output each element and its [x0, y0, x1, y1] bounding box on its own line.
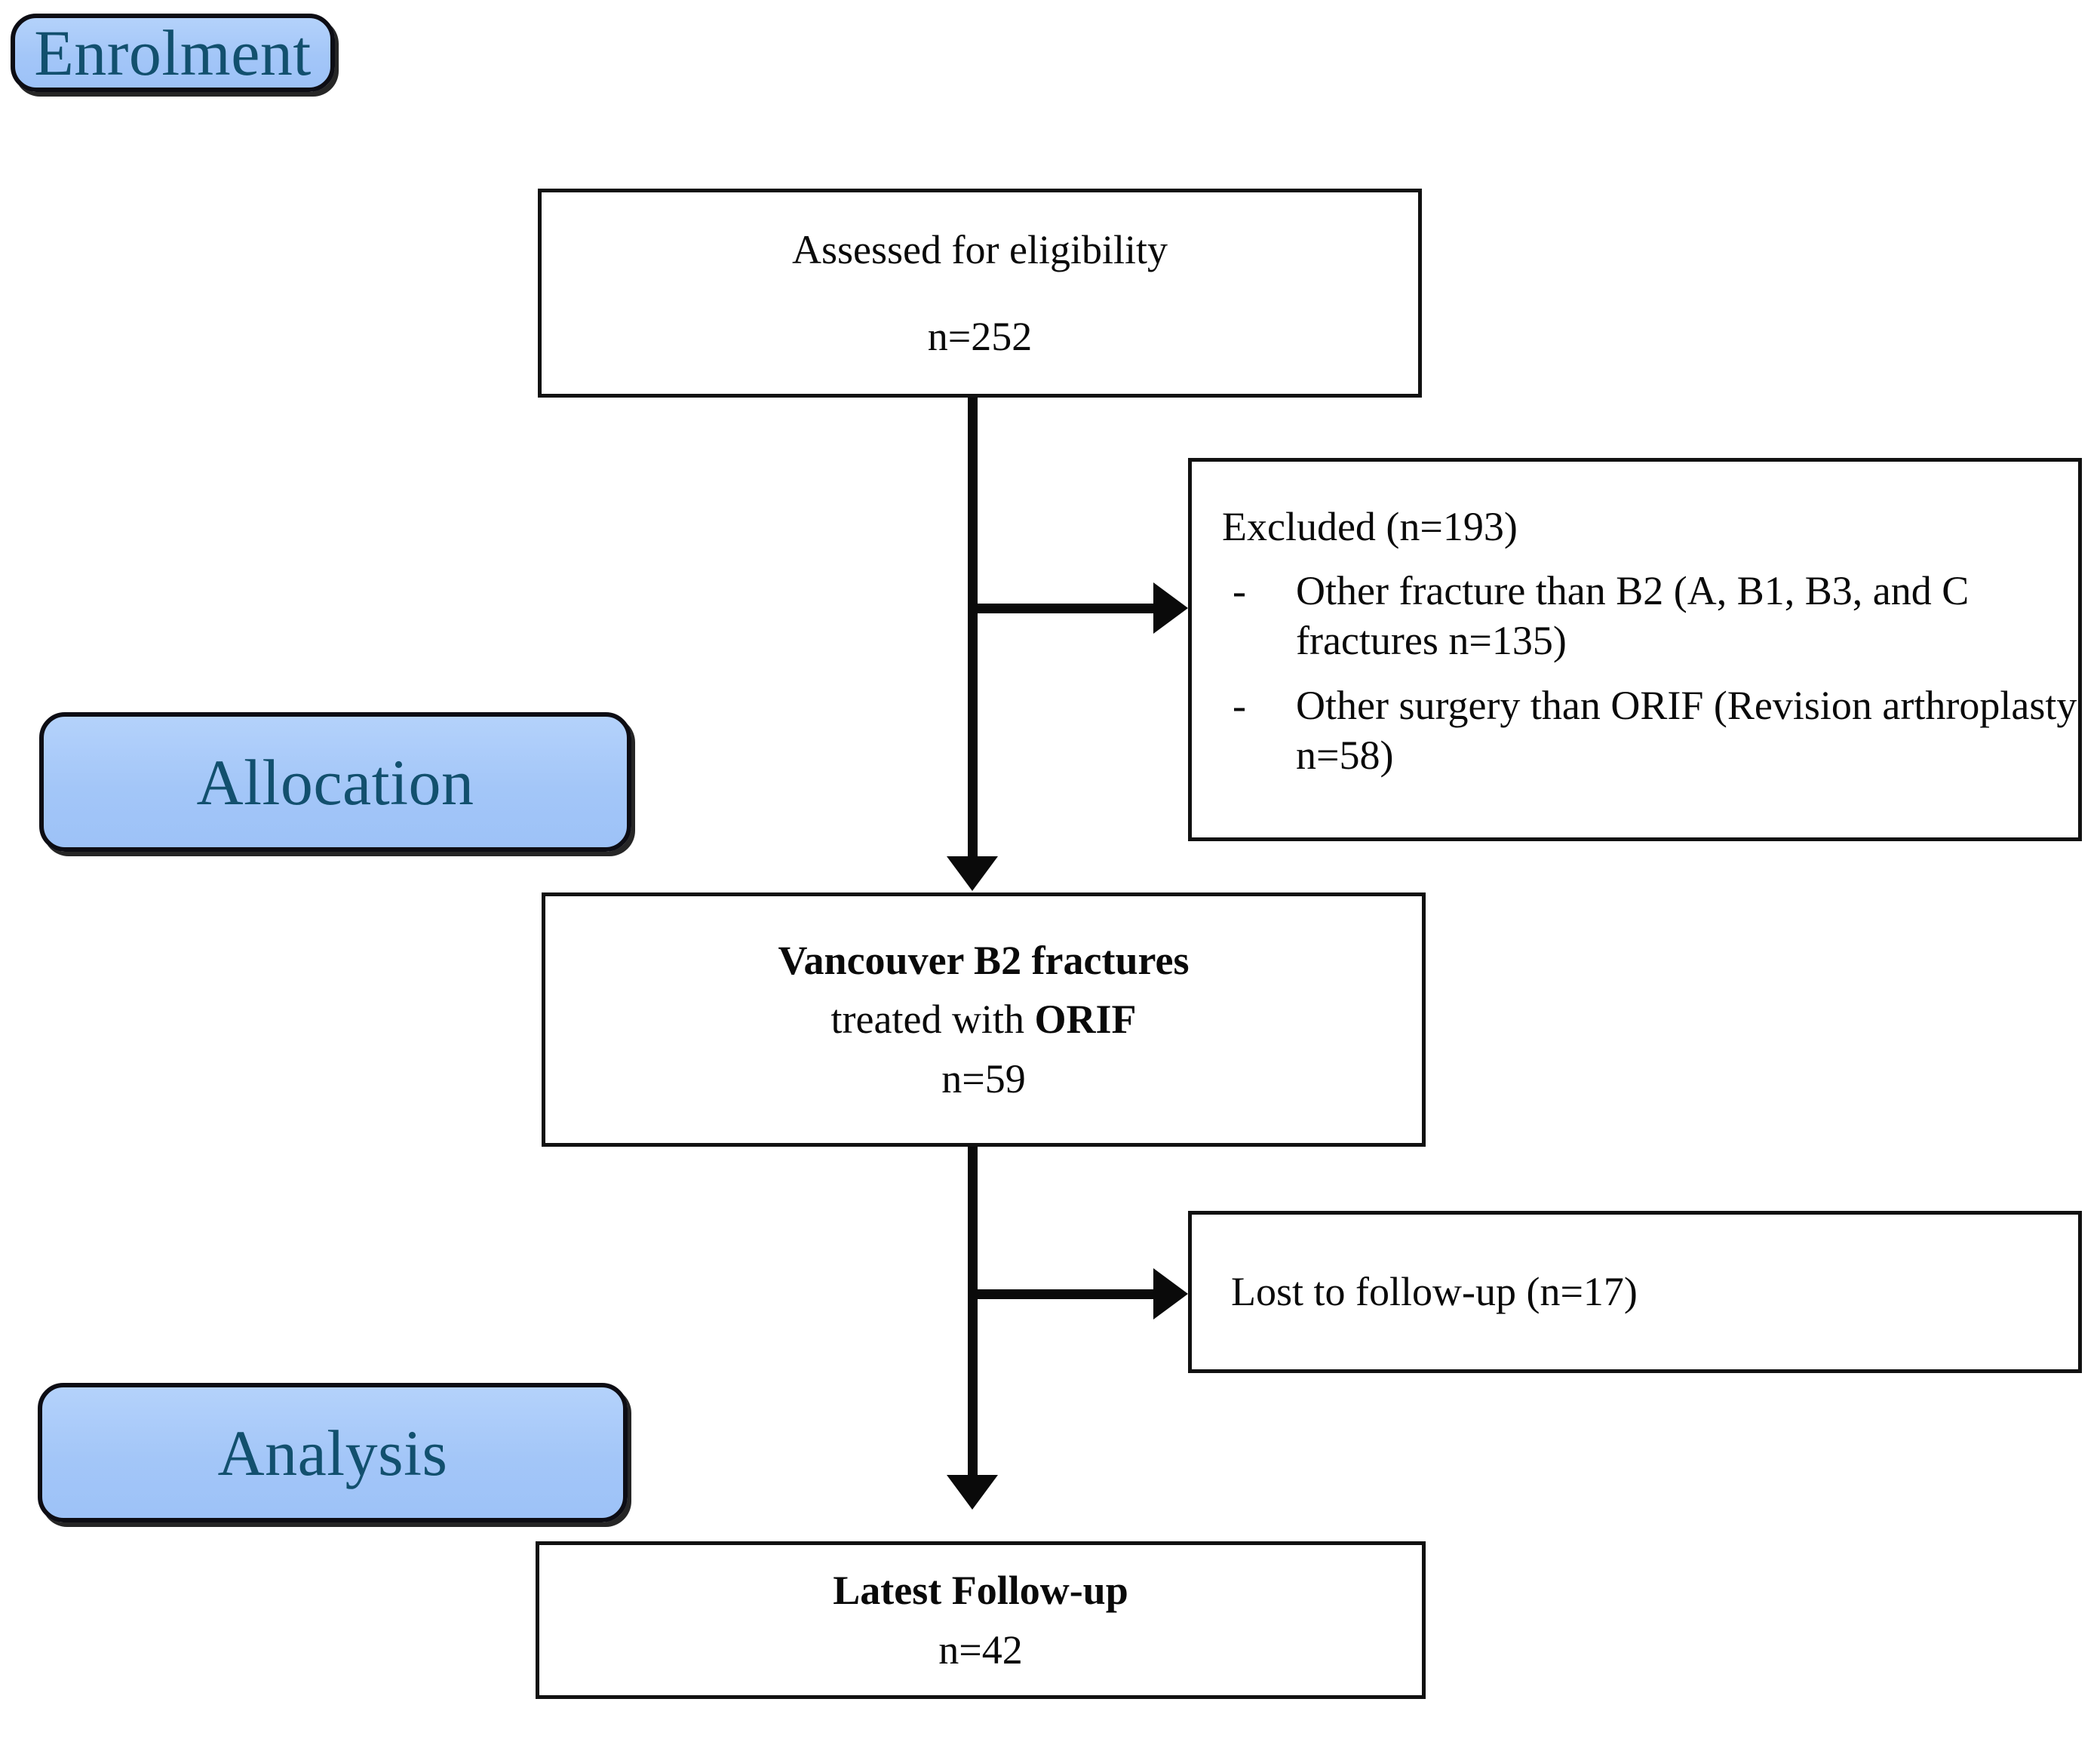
connector-to-lost-line: [968, 1289, 1156, 1299]
stage-label-allocation: Allocation: [196, 745, 474, 819]
allocated-treatment-emphasis: ORIF: [1034, 997, 1137, 1043]
stage-label-enrolment: Enrolment: [34, 17, 312, 89]
connector-to-lost-arrowhead: [1153, 1268, 1188, 1320]
final-title: Latest Follow-up: [833, 1568, 1128, 1614]
assessed-count: n=252: [927, 313, 1033, 359]
box-assessed-for-eligibility: Assessed for eligibility n=252: [538, 189, 1422, 398]
connector-allocated-to-final-line: [968, 1147, 978, 1475]
stage-badge-analysis: Analysis: [38, 1383, 628, 1522]
allocated-treatment-prefix: treated with: [830, 997, 1035, 1043]
stage-label-analysis: Analysis: [217, 1416, 448, 1489]
box-latest-follow-up: Latest Follow-up n=42: [536, 1541, 1426, 1699]
box-excluded: Excluded (n=193) - Other fracture than B…: [1188, 458, 2082, 841]
connector-to-excluded-arrowhead: [1153, 582, 1188, 634]
excluded-content: Excluded (n=193) - Other fracture than B…: [1192, 503, 2078, 796]
connector-to-excluded-line: [968, 604, 1156, 613]
connector-assessed-to-allocated-arrowhead: [947, 856, 998, 891]
connector-assessed-to-allocated-line: [968, 398, 978, 856]
allocated-title: Vancouver B2 fractures: [778, 937, 1190, 983]
lost-content: Lost to follow-up (n=17): [1192, 1269, 1638, 1314]
bullet-dash-icon: -: [1233, 683, 1246, 729]
final-count: n=42: [938, 1627, 1023, 1673]
bullet-dash-icon: -: [1233, 568, 1246, 614]
connector-allocated-to-final-arrowhead: [947, 1475, 998, 1510]
stage-badge-enrolment: Enrolment: [11, 14, 335, 92]
allocated-count: n=59: [941, 1055, 1026, 1101]
allocated-treatment: treated with ORIF: [831, 997, 1137, 1042]
assessed-title: Assessed for eligibility: [792, 227, 1168, 273]
excluded-heading: Excluded (n=193): [1222, 504, 1518, 550]
lost-text: Lost to follow-up (n=17): [1231, 1269, 1638, 1315]
stage-badge-allocation: Allocation: [39, 712, 631, 852]
excluded-list-item: - Other surgery than ORIF (Revision arth…: [1222, 681, 2078, 781]
excluded-list-item: - Other fracture than B2 (A, B1, B3, and…: [1222, 567, 2078, 666]
box-lost-to-follow-up: Lost to follow-up (n=17): [1188, 1211, 2082, 1373]
excluded-item-text: Other surgery than ORIF (Revision arthro…: [1296, 683, 2077, 778]
box-allocated-vancouver-b2: Vancouver B2 fractures treated with ORIF…: [542, 892, 1426, 1147]
excluded-item-text: Other fracture than B2 (A, B1, B3, and C…: [1296, 568, 1970, 664]
